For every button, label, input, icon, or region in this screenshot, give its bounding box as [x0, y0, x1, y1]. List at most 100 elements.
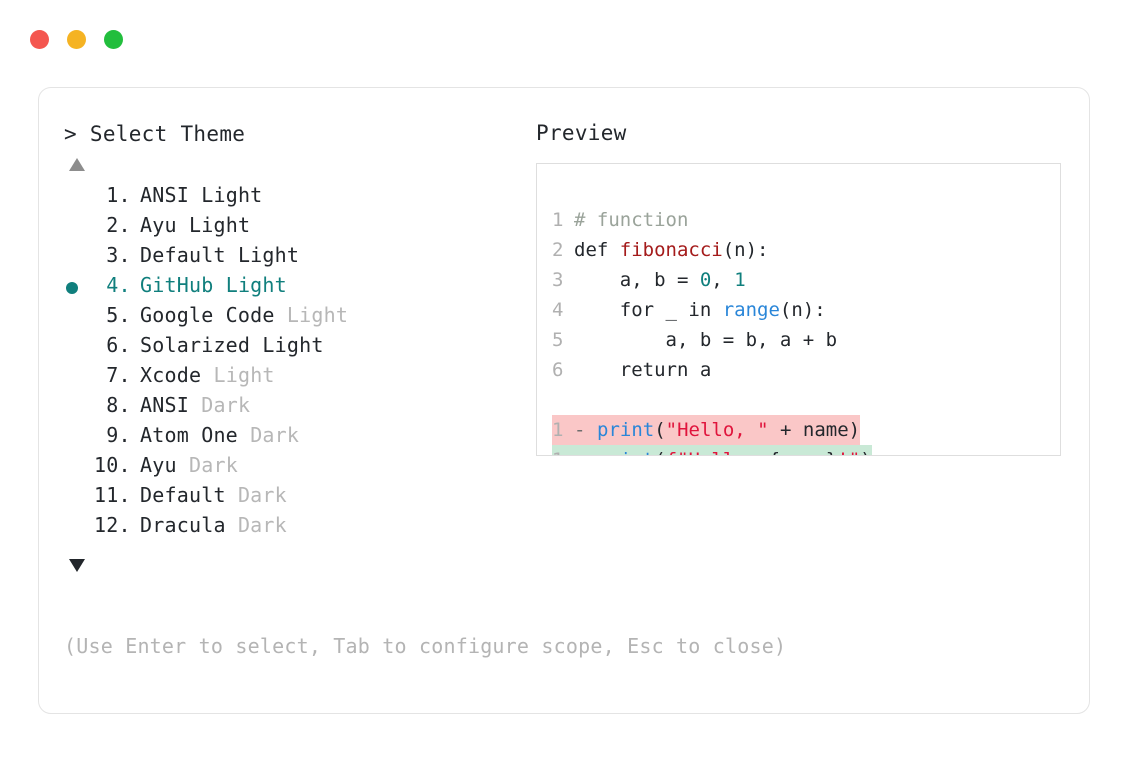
theme-item-index: 9. — [94, 423, 131, 447]
window-traffic-lights — [30, 30, 123, 49]
diff-added-line: 1+print(f"Hello, {name}!") — [552, 445, 872, 455]
theme-item-spacer — [226, 513, 238, 537]
selected-bullet-slot — [64, 483, 94, 513]
code-line: 1 # function — [552, 205, 872, 235]
theme-item-index: 11. — [94, 483, 131, 507]
diff-line-text: print(f"Hello, {name}!") — [597, 445, 872, 455]
code-token: # function — [574, 209, 689, 231]
theme-item-index: 8. — [94, 393, 131, 417]
theme-item-index: 3. — [94, 243, 131, 267]
selected-bullet-slot — [64, 393, 94, 423]
theme-item-index: 10. — [94, 453, 131, 477]
code-token: fibonacci — [619, 239, 723, 261]
theme-item-index: 2. — [94, 213, 131, 237]
code-token: 0 — [699, 269, 712, 291]
theme-item-name: ANSI — [140, 393, 189, 417]
code-token: ( — [654, 419, 666, 441]
code-line-number: 4 — [552, 299, 564, 321]
code-token: def — [574, 239, 620, 261]
code-line-number: 1 — [552, 209, 564, 231]
code-line-number: 5 — [552, 329, 564, 351]
theme-item-variant: Dark — [250, 423, 300, 447]
code-line-text: a, b = b, a + b — [574, 325, 838, 355]
diff-sign: + — [574, 445, 597, 455]
theme-item-name: Default — [140, 483, 226, 507]
selected-bullet-slot — [64, 333, 94, 363]
selected-bullet-slot — [64, 243, 94, 273]
theme-list-item[interactable]: 8.ANSI Dark — [64, 393, 534, 423]
theme-item-index: 12. — [94, 513, 131, 537]
scroll-up-icon[interactable] — [69, 158, 85, 171]
theme-list-item[interactable]: 9. Atom One Dark — [64, 423, 534, 453]
theme-item-variant: Light — [286, 303, 349, 327]
theme-list-item[interactable]: 5.Google Code Light — [64, 303, 534, 333]
code-line-text: a, b = 0, 1 — [574, 265, 746, 295]
code-line-text: def fibonacci(n): — [574, 235, 768, 265]
scroll-down-icon[interactable] — [69, 559, 85, 572]
theme-picker-card: > Select Theme 1.ANSI Light 2.Ayu Light … — [38, 87, 1090, 714]
code-token: a, b = — [574, 269, 700, 291]
diff-sign: - — [574, 419, 586, 441]
theme-item-spacer — [177, 453, 189, 477]
code-token: ( — [654, 449, 665, 455]
code-token: !" — [837, 449, 860, 455]
theme-list-item[interactable]: 1. ANSI Light — [64, 183, 534, 213]
theme-item-variant: Dark — [237, 513, 287, 537]
close-window-button[interactable] — [30, 30, 49, 49]
code-token: print — [597, 419, 655, 441]
code-token: 1 — [734, 269, 746, 291]
code-line: 3 a, b = 0, 1 — [552, 265, 872, 295]
theme-item-spacer — [177, 213, 189, 237]
theme-item-index: 4. — [94, 273, 131, 297]
theme-item-variant: Light — [188, 213, 251, 237]
code-token: for _ in — [574, 299, 723, 321]
keyboard-hint: (Use Enter to select, Tab to configure s… — [64, 634, 787, 658]
code-token: a, b = b, a + b — [574, 329, 838, 351]
theme-item-name: ANSI — [140, 183, 189, 207]
code-token: + name) — [768, 419, 861, 441]
code-token: return a — [574, 359, 712, 381]
theme-list-item[interactable]: 12.Dracula Dark — [64, 513, 534, 543]
theme-list-item[interactable]: 10.Ayu Dark — [64, 453, 534, 483]
theme-list-item[interactable]: 7.Xcode Light — [64, 363, 534, 393]
code-token: , — [711, 269, 735, 291]
diff-line-text: print("Hello, " + name) — [597, 415, 860, 445]
theme-item-variant: Light — [237, 243, 300, 267]
code-blank-line — [552, 385, 872, 415]
theme-selector-pane: > Select Theme 1.ANSI Light 2.Ayu Light … — [64, 121, 534, 572]
select-theme-prompt: > Select Theme — [64, 122, 246, 146]
theme-item-spacer — [189, 393, 201, 417]
theme-item-name: Atom One — [140, 423, 238, 447]
code-token: {name} — [769, 449, 838, 455]
theme-item-index: 1. — [94, 183, 131, 207]
maximize-window-button[interactable] — [104, 30, 123, 49]
theme-list-item[interactable]: 4.GitHub Light — [64, 273, 534, 303]
theme-list-item[interactable]: 6.Solarized Light — [64, 333, 534, 363]
diff-line-number: 1 — [552, 419, 564, 441]
theme-item-spacer — [201, 363, 213, 387]
selected-bullet-slot — [64, 513, 94, 543]
theme-item-spacer — [238, 423, 250, 447]
theme-list-item[interactable]: 11.Default Dark — [64, 483, 534, 513]
theme-item-name: Xcode — [140, 363, 202, 387]
theme-item-variant: Light — [213, 363, 275, 387]
theme-item-spacer — [250, 333, 262, 357]
theme-list-item[interactable]: 2.Ayu Light — [64, 213, 534, 243]
selected-bullet-slot — [64, 423, 94, 453]
theme-item-spacer — [226, 243, 238, 267]
theme-item-spacer — [275, 303, 287, 327]
theme-list[interactable]: 1.ANSI Light 2.Ayu Light 3.Default Light… — [64, 183, 534, 543]
selected-bullet-slot — [64, 303, 94, 333]
theme-item-variant: Light — [225, 273, 287, 297]
theme-list-item[interactable]: 3.Default Light — [64, 243, 534, 273]
diff-removed-line: 1-print("Hello, " + name) — [552, 415, 861, 445]
code-line: 6 return a — [552, 355, 872, 385]
selected-bullet-slot — [64, 273, 94, 303]
minimize-window-button[interactable] — [67, 30, 86, 49]
theme-item-name: Google Code — [140, 303, 275, 327]
theme-item-variant: Light — [201, 183, 263, 207]
theme-item-variant: Light — [262, 333, 324, 357]
theme-item-spacer — [189, 183, 201, 207]
